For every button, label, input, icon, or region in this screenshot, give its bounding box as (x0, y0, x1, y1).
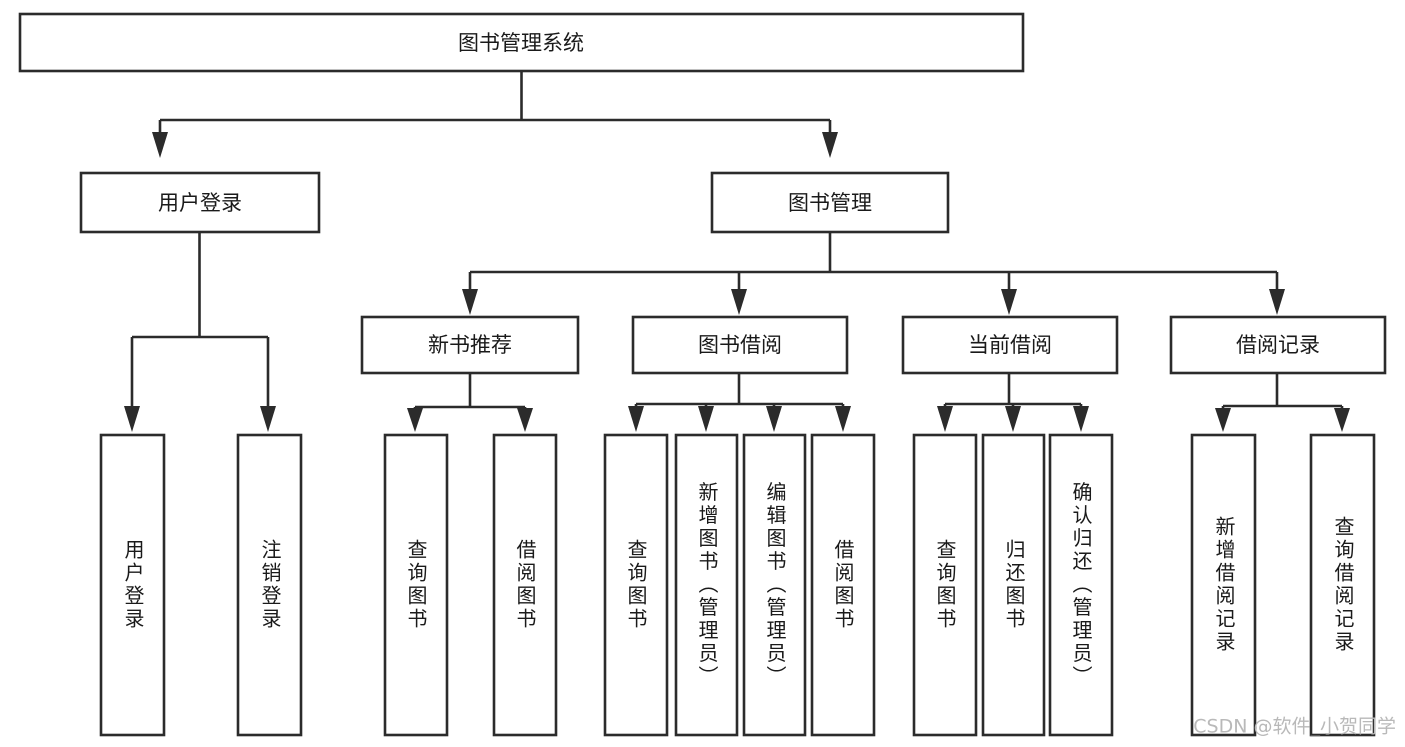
node-leaf-edit-book[interactable]: 编辑图书（管理员） (742, 433, 807, 737)
node-leaf-query-book-3[interactable]: 查询图书 (912, 433, 978, 737)
node-leaf-confirm-return-box[interactable] (1048, 433, 1114, 737)
arrow-leaf-query-book-2 (628, 406, 644, 432)
arrow-leaf-user-login (124, 406, 140, 432)
node-root[interactable]: 图书管理系统 (18, 12, 1025, 73)
node-leaf-user-login-label: 用户登录 (121, 539, 145, 631)
arrow-leaf-confirm-return (1073, 406, 1089, 432)
node-leaf-query-book-2-label: 查询图书 (624, 539, 648, 631)
node-root-label: 图书管理系统 (458, 31, 584, 55)
node-leaf-edit-book-label: 编辑图书（管理员） (763, 481, 787, 688)
node-leaf-query-book-3-box[interactable] (912, 433, 978, 737)
node-new-book-recommend[interactable]: 新书推荐 (360, 315, 580, 375)
arrow-leaf-query-book-1 (407, 408, 423, 432)
arrow-leaf-add-record (1215, 408, 1231, 432)
node-leaf-query-record-label: 查询借阅记录 (1331, 516, 1355, 654)
node-user-login[interactable]: 用户登录 (79, 171, 321, 234)
arrow-to-userlogin (152, 132, 168, 158)
node-leaf-logout-login[interactable]: 注销登录 (236, 433, 303, 737)
node-leaf-confirm-return-label: 确认归还（管理员） (1069, 481, 1093, 688)
arrow-leaf-logout-login (260, 406, 276, 432)
node-current-borrow-box[interactable] (901, 315, 1119, 375)
node-leaf-query-book-1-label: 查询图书 (404, 539, 428, 631)
node-book-borrow[interactable]: 图书借阅 (631, 315, 849, 375)
node-current-borrow-label: 当前借阅 (968, 333, 1052, 357)
node-leaf-borrow-book-1[interactable]: 借阅图书 (492, 433, 558, 737)
arrow-leaf-borrow-book-1 (517, 408, 533, 432)
node-leaf-borrow-book-2[interactable]: 借阅图书 (810, 433, 876, 737)
node-root-box[interactable] (18, 12, 1025, 73)
arrow-leaf-borrow-book-2 (835, 406, 851, 432)
node-leaf-return-book[interactable]: 归还图书 (981, 433, 1046, 737)
arrow-leaf-query-record (1334, 408, 1350, 432)
node-leaf-borrow-book-1-label: 借阅图书 (513, 539, 537, 631)
node-leaf-return-book-box[interactable] (981, 433, 1046, 737)
node-leaf-logout-login-box[interactable] (236, 433, 303, 737)
node-book-manage[interactable]: 图书管理 (710, 171, 950, 234)
node-leaf-borrow-book-2-box[interactable] (810, 433, 876, 737)
node-borrow-record-label: 借阅记录 (1236, 333, 1320, 357)
node-leaf-user-login[interactable]: 用户登录 (99, 433, 166, 737)
node-book-manage-box[interactable] (710, 171, 950, 234)
node-leaf-add-book-box[interactable] (674, 433, 739, 737)
node-leaf-add-book-label: 新增图书（管理员） (695, 481, 719, 688)
node-leaf-add-record-box[interactable] (1190, 433, 1257, 737)
node-user-login-label: 用户登录 (158, 191, 242, 215)
arrow-leaf-add-book (698, 406, 714, 432)
connector-layer (124, 71, 1350, 432)
arrow-to-current-borrow (1001, 289, 1017, 315)
node-leaf-query-book-2-box[interactable] (603, 433, 669, 737)
node-leaf-query-book-2[interactable]: 查询图书 (603, 433, 669, 737)
node-book-manage-label: 图书管理 (788, 191, 872, 215)
node-leaf-query-book-1[interactable]: 查询图书 (383, 433, 449, 737)
node-leaf-add-record-label: 新增借阅记录 (1212, 516, 1236, 654)
arrow-leaf-query-book-3 (937, 406, 953, 432)
node-current-borrow[interactable]: 当前借阅 (901, 315, 1119, 375)
node-leaf-add-book[interactable]: 新增图书（管理员） (674, 433, 739, 737)
node-leaf-add-record[interactable]: 新增借阅记录 (1190, 433, 1257, 737)
arrow-to-bookmanage (822, 132, 838, 158)
arrow-to-borrow-record (1269, 289, 1285, 315)
node-borrow-record-box[interactable] (1169, 315, 1387, 375)
node-leaf-borrow-book-1-box[interactable] (492, 433, 558, 737)
node-borrow-record[interactable]: 借阅记录 (1169, 315, 1387, 375)
node-leaf-borrow-book-2-label: 借阅图书 (831, 539, 855, 631)
node-leaf-return-book-label: 归还图书 (1002, 539, 1026, 631)
node-leaf-user-login-box[interactable] (99, 433, 166, 737)
arrow-leaf-return-book (1005, 406, 1021, 432)
csdn-watermark: CSDN @软件_小贺同学 (1193, 716, 1396, 738)
node-user-login-box[interactable] (79, 171, 321, 234)
node-leaf-query-book-1-box[interactable] (383, 433, 449, 737)
arrow-to-book-borrow (731, 289, 747, 315)
node-leaf-query-record-box[interactable] (1309, 433, 1376, 737)
arrow-to-new-book-recommend (462, 289, 478, 315)
node-new-book-recommend-label: 新书推荐 (428, 333, 512, 357)
node-leaf-query-book-3-label: 查询图书 (933, 539, 957, 631)
node-new-book-recommend-box[interactable] (360, 315, 580, 375)
node-leaf-query-record[interactable]: 查询借阅记录 (1309, 433, 1376, 737)
node-book-borrow-label: 图书借阅 (698, 333, 782, 357)
node-leaf-confirm-return[interactable]: 确认归还（管理员） (1048, 433, 1114, 737)
node-leaf-edit-book-box[interactable] (742, 433, 807, 737)
node-leaf-logout-login-label: 注销登录 (258, 539, 282, 631)
arrow-leaf-edit-book (766, 406, 782, 432)
node-book-borrow-box[interactable] (631, 315, 849, 375)
